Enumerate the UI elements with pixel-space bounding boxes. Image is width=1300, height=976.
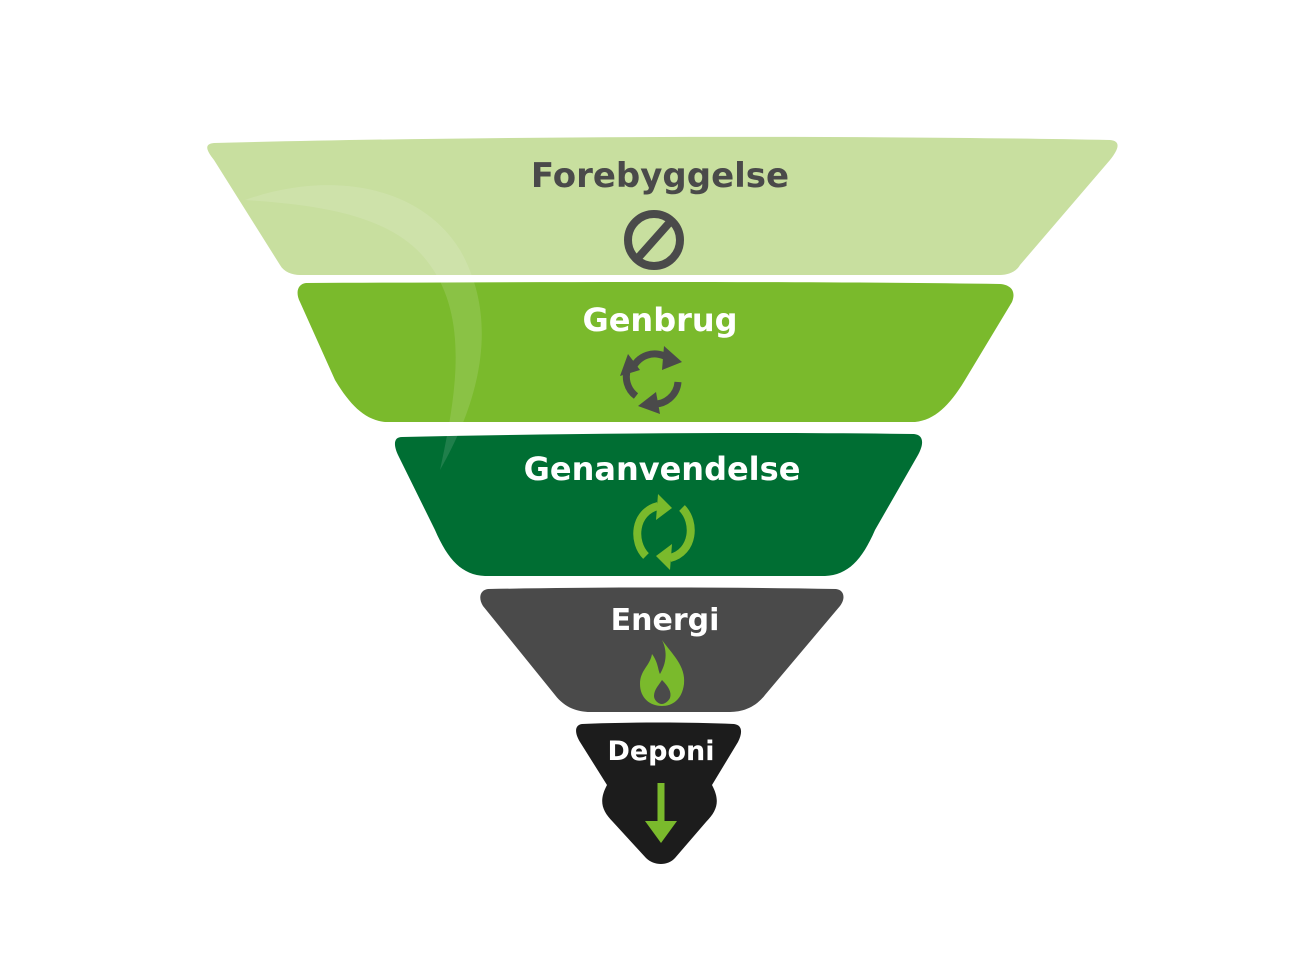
tier-band (207, 136, 1118, 275)
recycle-icon (620, 346, 682, 414)
tier-label: Genbrug (582, 301, 737, 339)
tier-deponi: Deponi (576, 722, 742, 864)
tier-energi: Energi (480, 587, 844, 712)
tier-label: Genanvendelse (524, 450, 801, 488)
arrow-down-icon (645, 783, 677, 843)
tier-genanvendelse: Genanvendelse (394, 433, 923, 576)
tier-band (480, 587, 844, 712)
tier-forebyggelse: Forebyggelse (207, 136, 1118, 275)
tier-label: Forebyggelse (531, 156, 789, 196)
tier-label: Deponi (607, 736, 714, 767)
tier-label: Energi (611, 603, 720, 638)
flame-icon (640, 640, 685, 706)
tier-genbrug: Genbrug (297, 282, 1014, 422)
refresh-icon (633, 494, 695, 570)
prohibit-icon (624, 210, 684, 270)
